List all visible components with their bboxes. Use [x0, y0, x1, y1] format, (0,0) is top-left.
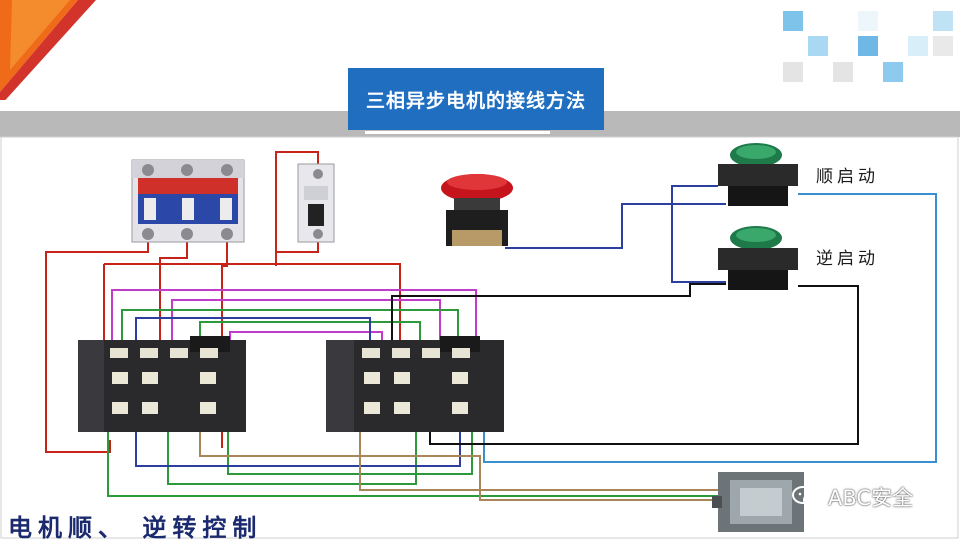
wire-green: [227, 432, 473, 475]
wechat-icon: [792, 486, 821, 508]
wire-red: [275, 151, 319, 258]
page-title: 三相异步电机的接线方法: [348, 68, 604, 130]
wire-red: [45, 242, 149, 453]
wire-magenta: [111, 289, 477, 342]
wire-blue: [671, 185, 726, 283]
wire-green: [199, 321, 421, 342]
contactor-reverse: [326, 336, 504, 432]
label-reverse-start: 逆启动: [816, 249, 879, 269]
wire-blue: [135, 432, 461, 467]
title-underline: [365, 131, 550, 134]
wire-green: [121, 309, 459, 342]
single-pole-breaker: [297, 163, 335, 243]
reverse-start-button: [718, 226, 798, 290]
forward-start-button: [718, 143, 798, 206]
wire-magenta: [171, 299, 441, 342]
watermark: ABC安全: [792, 483, 913, 511]
corner-triangle-decor: [0, 0, 96, 100]
square-pattern-decor: [783, 11, 953, 82]
wire-red: [104, 263, 401, 342]
diagram-caption: 电机顺、 逆转控制: [8, 513, 263, 542]
wire-red: [275, 240, 319, 266]
label-forward-start: 顺启动: [816, 167, 879, 187]
wire-black: [391, 283, 726, 342]
wire-black: [429, 285, 859, 445]
wire-blue: [483, 193, 937, 463]
wire-red: [159, 242, 188, 342]
watermark-text: ABC安全: [828, 486, 914, 510]
three-pole-breaker: [131, 159, 245, 243]
wire-blue: [135, 317, 371, 342]
wire-tan: [359, 432, 720, 491]
wire-tan: [199, 432, 720, 501]
stop-button: [441, 174, 513, 246]
contactor-forward: [78, 336, 246, 432]
wire-green: [107, 432, 720, 497]
wire-blue: [505, 203, 726, 249]
wire-green: [167, 432, 417, 485]
motor: [712, 472, 804, 532]
